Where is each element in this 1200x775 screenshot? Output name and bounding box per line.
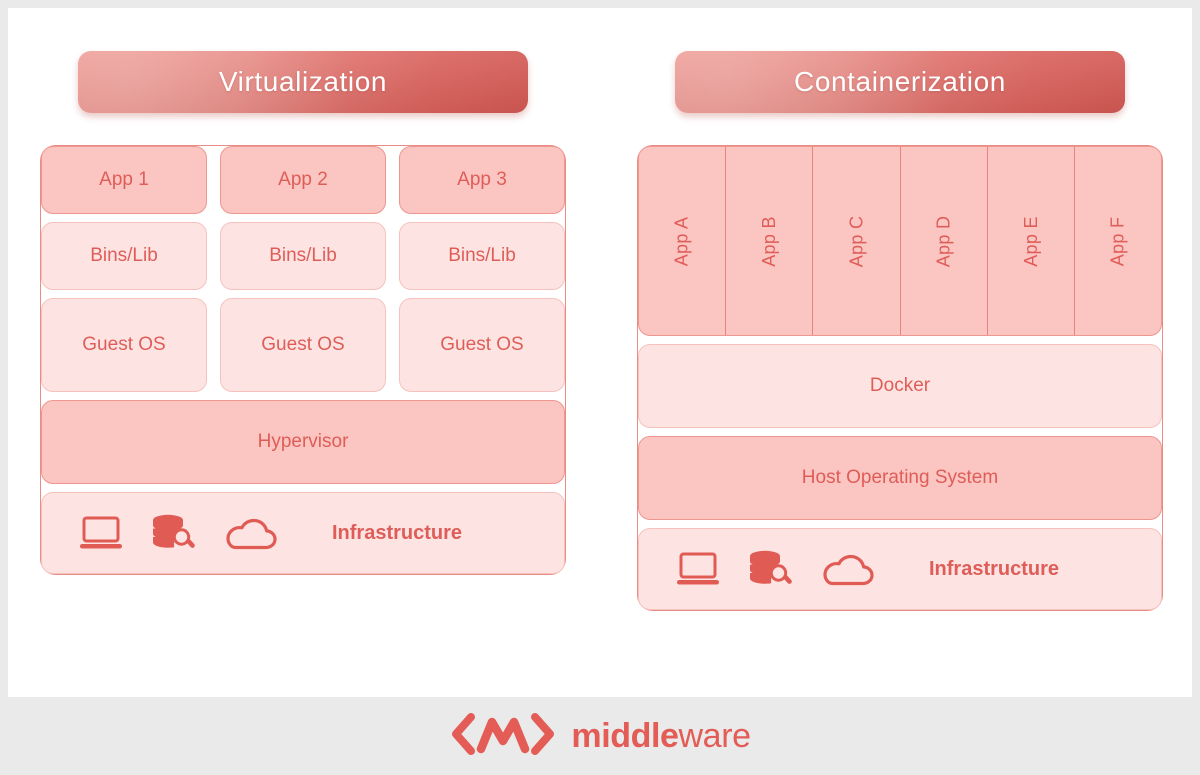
cloud-icon	[222, 515, 278, 551]
container-app-cell: App F	[1075, 147, 1161, 335]
virtualization-title: Virtualization	[218, 66, 388, 97]
laptop-icon	[78, 516, 124, 550]
infrastructure-icon-group	[78, 514, 278, 552]
virtualization-bins-row: Bins/Lib Bins/Lib Bins/Lib	[41, 222, 565, 290]
host-os-box: Host Operating System	[638, 436, 1162, 520]
cloud-icon	[819, 551, 875, 587]
container-app-label: App A	[671, 216, 692, 266]
container-app-cell: App C	[813, 147, 901, 335]
infrastructure-box: Infrastructure	[638, 528, 1162, 610]
virtualization-guestos-row: Guest OS Guest OS Guest OS	[41, 298, 565, 392]
panel-containerization: Containerization App A App B App C	[630, 8, 1170, 611]
containerization-apps-row: App A App B App C App D App E	[638, 146, 1162, 336]
laptop-icon	[675, 552, 721, 586]
container-app-label: App F	[1107, 216, 1128, 266]
diagram-stage: Virtualization App 1 App 2 App 3 Bins/Li…	[8, 8, 1192, 697]
containerization-hostos-row: Host Operating System	[638, 436, 1162, 520]
container-app-label: App D	[933, 215, 954, 267]
guest-os-box: Guest OS	[220, 298, 386, 392]
app-box: App 3	[399, 146, 565, 214]
virtualization-hypervisor-row: Hypervisor	[41, 400, 565, 484]
hypervisor-box: Hypervisor	[41, 400, 565, 484]
bins-lib-box: Bins/Lib	[41, 222, 207, 290]
infrastructure-label: Infrastructure	[331, 521, 463, 544]
infrastructure-box: Infrastructure	[41, 492, 565, 574]
virtualization-banner: Virtualization	[78, 51, 528, 113]
virtualization-infrastructure-row: Infrastructure	[41, 492, 565, 574]
infrastructure-icon-group	[675, 550, 875, 588]
container-app-label: App C	[845, 215, 866, 267]
database-search-icon	[150, 514, 196, 552]
database-search-icon	[747, 550, 793, 588]
guest-os-box: Guest OS	[399, 298, 565, 392]
container-apps-strip: App A App B App C App D App E	[638, 146, 1162, 336]
containerization-stack: App A App B App C App D App E	[637, 145, 1163, 611]
guest-os-box: Guest OS	[41, 298, 207, 392]
brand-regular-part: ware	[678, 716, 752, 755]
container-app-cell: App D	[901, 147, 988, 335]
bins-lib-box: Bins/Lib	[220, 222, 386, 290]
footer-brand-bar: middleware	[0, 697, 1200, 775]
virtualization-stack: App 1 App 2 App 3 Bins/Lib Bins/Lib Bins…	[40, 145, 566, 575]
container-app-cell: App A	[639, 147, 727, 335]
brand-wordmark: middleware	[571, 716, 752, 756]
brand-bold-part: middle	[571, 716, 679, 755]
panel-virtualization: Virtualization App 1 App 2 App 3 Bins/Li…	[33, 8, 573, 575]
container-app-cell: App B	[726, 147, 814, 335]
container-app-label: App B	[758, 215, 779, 267]
containerization-docker-row: Docker	[638, 344, 1162, 428]
app-box: App 2	[220, 146, 386, 214]
docker-box: Docker	[638, 344, 1162, 428]
container-app-label: App E	[1020, 215, 1041, 267]
virtualization-apps-row: App 1 App 2 App 3	[41, 146, 565, 214]
app-box: App 1	[41, 146, 207, 214]
mw-bracket-logo-icon	[449, 711, 557, 762]
containerization-infrastructure-row: Infrastructure	[638, 528, 1162, 610]
containerization-banner: Containerization	[675, 51, 1125, 113]
containerization-title: Containerization	[794, 66, 1006, 97]
container-app-cell: App E	[988, 147, 1075, 335]
infrastructure-label: Infrastructure	[928, 557, 1060, 580]
bins-lib-box: Bins/Lib	[399, 222, 565, 290]
